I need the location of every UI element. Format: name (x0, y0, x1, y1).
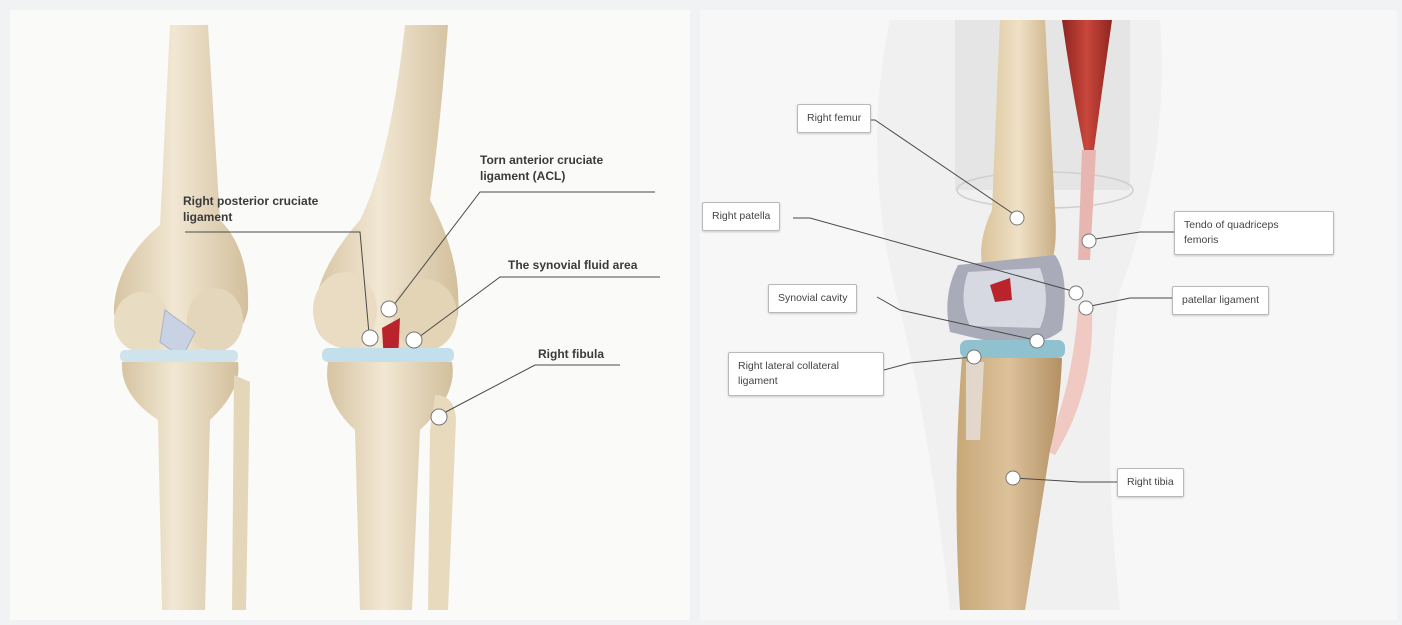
label-synovial-cavity: Synovial cavity (768, 284, 857, 313)
anterior-meniscus (322, 348, 454, 362)
synovial-cavity-marker[interactable] (1030, 334, 1044, 348)
label-patellar-ligament: patellar ligament (1172, 286, 1269, 315)
label-right-tibia: Right tibia (1117, 468, 1184, 497)
tendo-quadriceps-marker[interactable] (1082, 234, 1096, 248)
label-right-patella: Right patella (702, 202, 780, 231)
patellar-ligament-marker[interactable] (1079, 301, 1093, 315)
label-torn-acl: Torn anterior cruciate ligament (ACL) (480, 152, 603, 184)
torn-acl-marker[interactable] (381, 301, 397, 317)
anterior-fibula (428, 395, 456, 610)
anterior-view-knee (313, 25, 458, 610)
posterior-meniscus (120, 350, 238, 362)
lateral-collateral-marker[interactable] (967, 350, 981, 364)
label-right-lateral-collateral-ligament: Right lateral collateral ligament (728, 352, 884, 396)
posterior-femur-condyle (187, 288, 243, 352)
label-right-femur: Right femur (797, 104, 871, 133)
right-knee-drawing (700, 10, 1397, 620)
posterior-cruciate-marker[interactable] (362, 330, 378, 346)
right-patella-marker[interactable] (1069, 286, 1083, 300)
anterior-femur-condyle (393, 279, 457, 351)
posterior-fibula (232, 375, 250, 610)
synovial-fluid-marker[interactable] (406, 332, 422, 348)
left-knee-drawing (10, 10, 690, 620)
left-knee-illustration: Right posterior cruciate ligament Torn a… (10, 10, 690, 620)
right-tibia-marker[interactable] (1006, 471, 1020, 485)
right-fibula-leader-line (440, 365, 620, 415)
right-knee-illustration: Right femur Right patella Synovial cavit… (700, 10, 1397, 620)
posterior-tibia (122, 362, 239, 610)
label-tendo-of-quadriceps-femoris: Tendo of quadriceps femoris (1174, 211, 1334, 255)
label-posterior-cruciate-ligament: Right posterior cruciate ligament (183, 193, 318, 225)
posterior-view-knee (114, 25, 250, 610)
right-femur-marker[interactable] (1010, 211, 1024, 225)
label-right-fibula: Right fibula (538, 346, 604, 362)
right-fibula-marker[interactable] (431, 409, 447, 425)
label-synovial-fluid-area: The synovial fluid area (508, 257, 637, 273)
